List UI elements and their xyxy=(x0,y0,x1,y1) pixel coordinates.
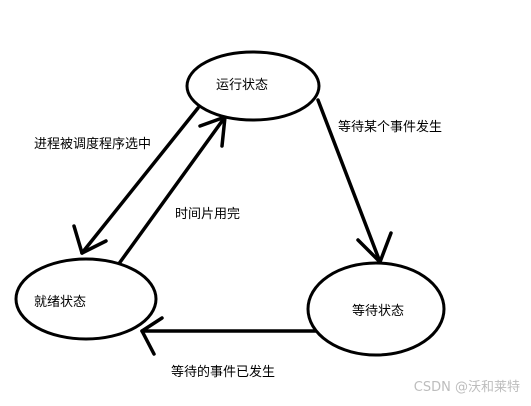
edge-running-to-ready-line xyxy=(80,106,200,255)
state-ready-label: 就绪状态 xyxy=(34,295,86,310)
state-waiting-label: 等待状态 xyxy=(352,303,404,319)
state-running-node: 运行状态 xyxy=(185,50,321,122)
edge-running-to-ready xyxy=(72,106,200,255)
label-running-to-waiting: 等待某个事件发生 xyxy=(338,119,442,135)
edge-running-to-ready-arrowhead xyxy=(72,224,108,255)
edge-waiting-to-ready-arrowhead xyxy=(140,316,164,356)
edge-ready-to-running-line xyxy=(116,115,227,267)
label-running-to-ready: 时间片用完 xyxy=(175,207,240,222)
watermark: CSDN @沃和莱特 xyxy=(414,380,520,395)
edge-running-to-waiting-line xyxy=(316,98,382,264)
state-ready-node: 就绪状态 xyxy=(14,257,158,341)
state-running-ellipse xyxy=(185,50,321,122)
state-running-label: 运行状态 xyxy=(216,78,268,93)
state-waiting-node: 等待状态 xyxy=(306,261,446,357)
label-waiting-to-ready: 等待的事件已发生 xyxy=(171,364,275,380)
label-ready-to-running: 进程被调度程序选中 xyxy=(34,136,151,152)
edge-waiting-to-ready xyxy=(140,316,320,356)
state-ready-ellipse xyxy=(14,257,158,341)
state-waiting-ellipse xyxy=(306,261,446,357)
